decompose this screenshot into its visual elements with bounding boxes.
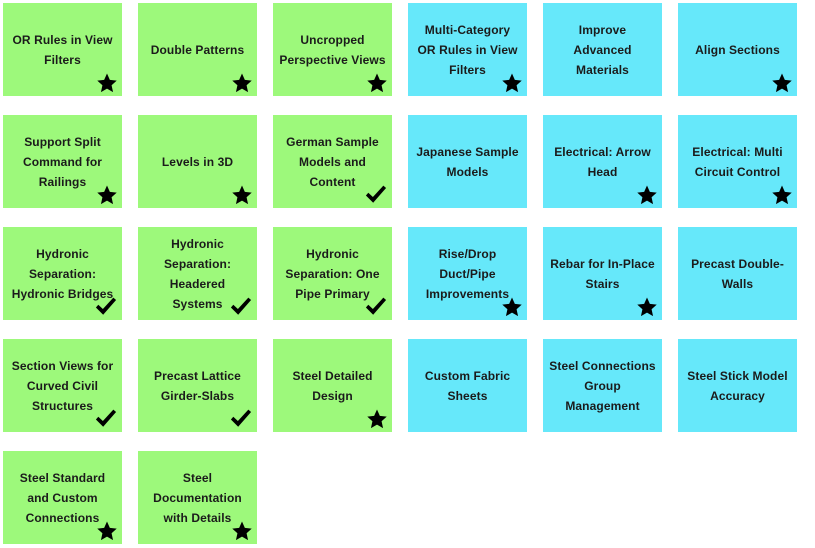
feature-card[interactable]: Steel Detailed Design — [273, 339, 392, 432]
feature-card[interactable]: Japanese Sample Models — [408, 115, 527, 208]
feature-card-label: Hydronic Separation: One Pipe Primary — [285, 246, 380, 301]
star-icon — [231, 72, 253, 94]
feature-card[interactable]: Double Patterns — [138, 3, 257, 96]
feature-card-label: Steel Stick Model Accuracy — [687, 368, 788, 403]
feature-card-label: Rebar for In-Place Stairs — [550, 256, 655, 291]
feature-card[interactable]: Section Views for Curved Civil Structure… — [3, 339, 122, 432]
feature-card[interactable]: Steel Documentation with Details — [138, 451, 257, 544]
star-icon — [366, 72, 388, 94]
feature-card-label: Double Patterns — [150, 42, 245, 57]
feature-card-label: Steel Detailed Design — [292, 368, 373, 403]
feature-card-label: Section Views for Curved Civil Structure… — [11, 358, 114, 413]
feature-card-label: Precast Double-Walls — [691, 256, 784, 291]
feature-card-label: Hydronic Separation: Hydronic Bridges — [11, 246, 114, 301]
feature-card-label: German Sample Models and Content — [286, 134, 379, 189]
feature-card[interactable]: Electrical: Multi Circuit Control — [678, 115, 797, 208]
star-icon — [636, 296, 658, 318]
feature-card-label: Steel Standard and Custom Connections — [19, 470, 106, 525]
feature-card-label: Multi-Category OR Rules in View Filters — [417, 22, 518, 77]
feature-card[interactable]: Hydronic Separation: Headered Systems — [138, 227, 257, 320]
feature-card-label: OR Rules in View Filters — [12, 32, 113, 67]
feature-card[interactable]: Improve Advanced Materials — [543, 3, 662, 96]
feature-card-label: Precast Lattice Girder-Slabs — [154, 368, 241, 403]
feature-card[interactable]: Electrical: Arrow Head — [543, 115, 662, 208]
feature-card[interactable]: Custom Fabric Sheets — [408, 339, 527, 432]
feature-card-label: Steel Connections Group Management — [549, 358, 656, 413]
feature-card[interactable]: OR Rules in View Filters — [3, 3, 122, 96]
feature-card-label: Japanese Sample Models — [416, 144, 519, 179]
feature-card-label: Hydronic Separation: Headered Systems — [163, 236, 232, 311]
card-grid: OR Rules in View Filters Double Patterns U… — [3, 3, 815, 544]
feature-card[interactable]: German Sample Models and Content — [273, 115, 392, 208]
feature-card[interactable]: Steel Stick Model Accuracy — [678, 339, 797, 432]
feature-card[interactable]: Align Sections — [678, 3, 797, 96]
feature-card[interactable]: Multi-Category OR Rules in View Filters — [408, 3, 527, 96]
feature-card-label: Align Sections — [695, 42, 780, 57]
check-icon — [229, 408, 253, 430]
star-icon — [636, 184, 658, 206]
feature-card[interactable]: Support Split Command for Railings — [3, 115, 122, 208]
star-icon — [231, 184, 253, 206]
feature-card-label: Rise/Drop Duct/Pipe Improvements — [425, 246, 510, 301]
feature-card[interactable]: Levels in 3D — [138, 115, 257, 208]
feature-card[interactable]: Precast Double-Walls — [678, 227, 797, 320]
feature-card[interactable]: Precast Lattice Girder-Slabs — [138, 339, 257, 432]
feature-card[interactable]: Hydronic Separation: Hydronic Bridges — [3, 227, 122, 320]
feature-card-label: Electrical: Arrow Head — [554, 144, 651, 179]
feature-card[interactable]: Steel Connections Group Management — [543, 339, 662, 432]
feature-card-label: Levels in 3D — [161, 154, 234, 169]
feature-card-label: Improve Advanced Materials — [573, 22, 632, 77]
feature-card[interactable]: Rise/Drop Duct/Pipe Improvements — [408, 227, 527, 320]
feature-card-label: Support Split Command for Railings — [22, 134, 103, 189]
feature-card[interactable]: Hydronic Separation: One Pipe Primary — [273, 227, 392, 320]
feature-card[interactable]: Uncropped Perspective Views — [273, 3, 392, 96]
feature-card-label: Custom Fabric Sheets — [424, 368, 511, 403]
feature-card-label: Electrical: Multi Circuit Control — [692, 144, 783, 179]
feature-card-label: Steel Documentation with Details — [153, 470, 242, 525]
star-icon — [771, 72, 793, 94]
star-icon — [771, 184, 793, 206]
star-icon — [96, 72, 118, 94]
feature-card[interactable]: Rebar for In-Place Stairs — [543, 227, 662, 320]
feature-card[interactable]: Steel Standard and Custom Connections — [3, 451, 122, 544]
feature-card-label: Uncropped Perspective Views — [279, 32, 386, 67]
star-icon — [366, 408, 388, 430]
